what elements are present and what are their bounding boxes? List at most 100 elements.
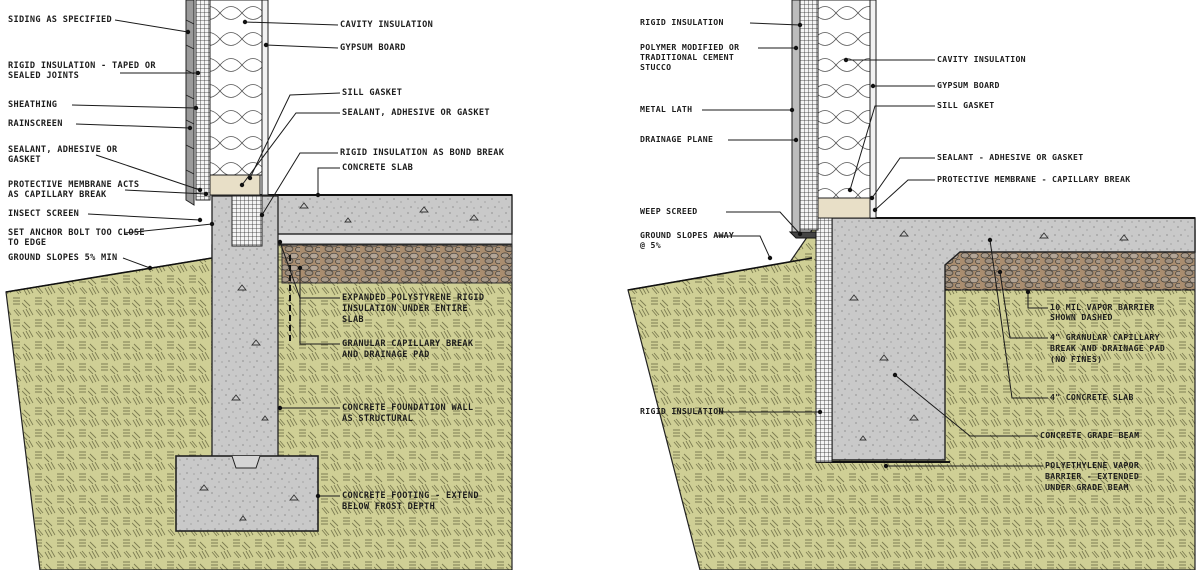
left-label-12-leader: [87, 213, 201, 221]
left-label-0-leader-dot: [185, 29, 191, 35]
left-label-10-leader-dot: [315, 192, 321, 198]
left-keyway: [231, 455, 261, 469]
left-label-16-leader-dot: [297, 265, 303, 271]
left-label-12-line-0: INSECT SCREEN: [8, 209, 79, 219]
right-label-14-line-0: RIGID INSULATION: [640, 406, 724, 416]
left-label-15-line-2: SLAB: [342, 315, 364, 325]
left-label-3-leader-dot: [195, 70, 201, 76]
left-label-4: SHEATHING: [8, 100, 57, 110]
left-label-17-line-1: AS STRUCTURAL: [342, 414, 413, 424]
left-label-8-leader-dot: [197, 187, 203, 193]
left-rigid-insulation: [195, 0, 211, 201]
right-label-13-leader-dot: [987, 237, 993, 243]
right-label-10-leader-dot: [767, 255, 773, 261]
right-label-3-leader-dot: [870, 83, 876, 89]
right-label-9: WEEP SCREED: [640, 206, 698, 216]
right-label-11-leader: [1027, 292, 1048, 309]
right-detail: [627, 0, 1196, 570]
left-label-15-line-0: EXPANDED POLYSTYRENE RIGID: [342, 293, 484, 303]
right-label-1-line-2: STUCCO: [640, 62, 671, 72]
right-label-13: 4" CONCRETE SLAB: [1050, 392, 1134, 402]
left-label-1-line-0: CAVITY INSULATION: [340, 20, 433, 30]
left-label-5-leader-dot: [187, 125, 193, 131]
right-rigid-insulation-wall: [799, 0, 819, 231]
left-label-14: GROUND SLOPES 5% MIN: [8, 253, 117, 263]
right-label-12-line-2: (NO FINES): [1050, 354, 1102, 364]
left-label-7: SEALANT, ADHESIVE OR GASKET: [342, 108, 490, 118]
left-label-3-line-1: SEALED JOINTS: [8, 71, 79, 81]
right-gravel-bed: [944, 251, 1196, 291]
right-label-10-leader: [716, 235, 771, 259]
left-label-8-leader: [95, 154, 201, 191]
left-label-7-leader: [241, 112, 340, 186]
left-label-10-leader: [317, 167, 340, 195]
left-rigid-insulation-band: [261, 233, 513, 245]
left-label-11-line-0: PROTECTIVE MEMBRANE ACTS: [8, 180, 139, 190]
left-label-16-line-0: GRANULAR CAPILLARY BREAK: [342, 339, 474, 349]
labels: SIDING AS SPECIFIED CAVITY INSULATION GYPS…: [8, 15, 1165, 512]
left-label-1-leader: [244, 21, 339, 26]
right-label-11-leader-dot: [1025, 289, 1031, 295]
left-label-17-line-0: CONCRETE FOUNDATION WALL: [342, 403, 473, 413]
right-label-9-leader-dot: [797, 231, 803, 237]
right-label-0-line-0: RIGID INSULATION: [640, 17, 724, 27]
right-stud-cavity: [817, 0, 871, 199]
left-concrete-specks: [199, 202, 479, 521]
right-label-9-leader: [726, 211, 801, 235]
right-concrete-specks: [849, 230, 1129, 441]
right-label-15-leader-dot: [892, 372, 898, 378]
left-wall-edge-insulation: [231, 195, 263, 247]
left-label-9-line-0: RIGID INSULATION AS BOND BREAK: [340, 148, 505, 158]
right-label-8: PROTECTIVE MEMBRANE - CAPILLARY BREAK: [937, 174, 1130, 184]
right-label-13-leader: [989, 239, 1048, 399]
left-label-11-line-1: AS CAPILLARY BREAK: [8, 190, 107, 200]
left-label-12-leader-dot: [197, 217, 203, 223]
right-label-0-leader: [749, 22, 801, 26]
right-label-1-line-0: POLYMER MODIFIED OR: [640, 42, 739, 52]
right-label-4-line-0: METAL LATH: [640, 104, 692, 114]
right-label-10-line-1: @ 5%: [640, 240, 661, 250]
left-concrete-slab: [257, 194, 513, 235]
right-label-12-leader-dot: [997, 269, 1003, 275]
left-label-13-leader-dot: [209, 221, 215, 227]
left-label-1: CAVITY INSULATION: [340, 20, 433, 30]
left-label-0: SIDING AS SPECIFIED: [8, 15, 112, 25]
right-label-12-leader: [999, 271, 1048, 339]
right-label-16-line-0: POLYETHYLENE VAPOR: [1045, 460, 1139, 470]
right-weep-screed: [788, 231, 817, 239]
right-label-0-leader-dot: [797, 22, 803, 28]
left-label-16-line-1: AND DRAINAGE PAD: [342, 350, 430, 360]
right-label-3: GYPSUM BOARD: [937, 80, 1000, 90]
left-label-8-line-0: SEALANT, ADHESIVE OR: [8, 145, 118, 155]
right-label-13-line-0: 4" CONCRETE SLAB: [1050, 392, 1134, 402]
left-label-2-line-0: GYPSUM BOARD: [340, 43, 406, 53]
left-label-12: INSECT SCREEN: [8, 209, 79, 219]
left-label-6: SILL GASKET: [342, 88, 402, 98]
right-label-8-leader-dot: [872, 207, 878, 213]
left-label-2-leader-dot: [263, 42, 269, 48]
left-label-4-leader-dot: [193, 105, 199, 111]
right-label-16-line-2: UNDER GRADE BEAM: [1045, 482, 1129, 492]
left-label-5-leader: [75, 123, 191, 129]
right-label-6-line-0: DRAINAGE PLANE: [640, 134, 713, 144]
left-label-2: GYPSUM BOARD: [340, 43, 406, 53]
right-label-9-line-0: WEEP SCREED: [640, 206, 698, 216]
right-label-15-line-0: CONCRETE GRADE BEAM: [1040, 430, 1139, 440]
right-label-12-line-1: BREAK AND DRAINAGE PAD: [1050, 343, 1165, 353]
left-label-13-line-1: TO EDGE: [8, 238, 46, 248]
left-label-13-leader: [124, 223, 213, 234]
left-label-18-line-0: CONCRETE FOOTING - EXTEND: [342, 491, 479, 501]
right-label-2-leader-dot: [843, 57, 849, 63]
left-label-17-leader-dot: [277, 405, 283, 411]
right-label-2: CAVITY INSULATION: [937, 54, 1026, 64]
left-label-11-leader-dot: [203, 191, 209, 197]
left-label-3-line-0: RIGID INSULATION - TAPED OR: [8, 61, 156, 71]
right-label-11-line-1: SHOWN DASHED: [1050, 312, 1113, 322]
